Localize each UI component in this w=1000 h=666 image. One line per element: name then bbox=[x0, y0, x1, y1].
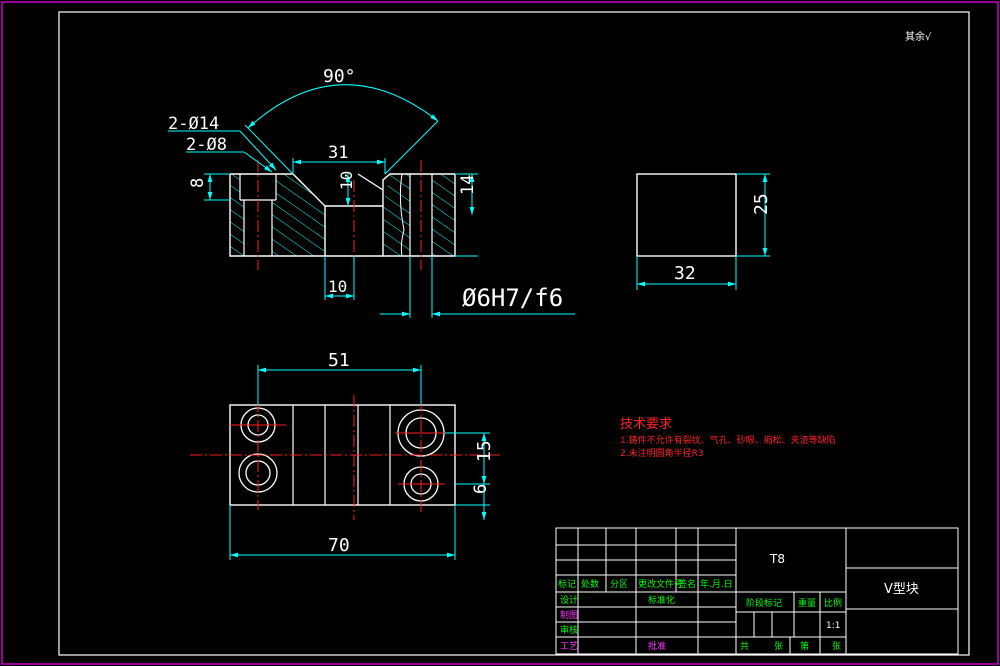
tb-standardize: 标准化 bbox=[648, 594, 675, 606]
dim-length: 70 bbox=[328, 535, 350, 556]
inner-frame bbox=[58, 11, 970, 656]
tb-drafter: 制图 bbox=[560, 609, 578, 621]
dim-slot-width: 10 bbox=[328, 277, 347, 296]
top-view: 51 70 15 6 bbox=[190, 350, 500, 560]
tb-header-1: 处数 bbox=[581, 578, 599, 590]
front-view: 90° 2-Ø14 2-Ø8 31 8 10 14 10 bbox=[168, 66, 575, 318]
notes-line-2: 2.未注明圆角半径R3 bbox=[620, 447, 704, 459]
dim-side-height: 25 bbox=[751, 193, 772, 215]
tb-approve: 批准 bbox=[648, 640, 666, 652]
dim-fit: Ø6H7/f6 bbox=[462, 284, 563, 312]
tb-header-3: 更改文件号 bbox=[638, 578, 683, 590]
roughness-mark: 其余√ bbox=[905, 30, 932, 43]
tb-process: 工艺 bbox=[560, 641, 578, 652]
dim-v-top-width: 31 bbox=[328, 143, 348, 163]
title-block-text: T8 V型块 标记 处数 分区 更改文件号 签名 年.月.日 设计 标准化 制图… bbox=[558, 552, 919, 652]
dim-spacing-15: 15 bbox=[474, 440, 495, 462]
dim-pitch: 51 bbox=[328, 350, 350, 371]
tb-material: T8 bbox=[769, 552, 785, 566]
tb-header-4: 签名 bbox=[678, 578, 696, 590]
tb-designer: 设计 bbox=[560, 594, 578, 606]
title-block bbox=[555, 527, 959, 655]
dim-angle: 90° bbox=[323, 66, 356, 87]
dim-hole-small: 2-Ø8 bbox=[186, 135, 227, 155]
dim-hole-large: 2-Ø14 bbox=[168, 114, 219, 134]
front-outline bbox=[229, 173, 326, 257]
dim-height-right: 14 bbox=[458, 175, 478, 195]
dim-v-depth: 10 bbox=[337, 171, 356, 190]
notes-title: 技术要求 bbox=[620, 417, 672, 432]
dim-height-left: 8 bbox=[188, 178, 208, 188]
technical-notes: 技术要求 1.铸件不允许有裂纹、气孔、砂眼、缩松、夹渣等缺陷 2.未注明圆角半径… bbox=[620, 417, 836, 459]
dim-spacing-6: 6 bbox=[471, 484, 491, 494]
dim-side-width: 32 bbox=[674, 263, 696, 284]
tb-stage-mark: 阶段标记 bbox=[746, 597, 782, 609]
notes-line-1: 1.铸件不允许有裂纹、气孔、砂眼、缩松、夹渣等缺陷 bbox=[620, 434, 836, 446]
tb-sheet-unit: 张 bbox=[774, 641, 783, 652]
tb-part-name: V型块 bbox=[884, 582, 919, 597]
tb-header-2: 分区 bbox=[610, 579, 628, 590]
side-view: 25 32 bbox=[636, 173, 772, 290]
tb-scale-value: 1:1 bbox=[826, 621, 840, 631]
tb-total: 共 bbox=[740, 641, 749, 652]
tb-weight: 重量 bbox=[798, 597, 816, 609]
tb-sheet-unit-2: 张 bbox=[832, 641, 841, 652]
tb-scale-label: 比例 bbox=[824, 597, 842, 609]
tb-header-5: 年.月.日 bbox=[700, 578, 733, 590]
tb-reviewer: 审核 bbox=[560, 624, 578, 636]
tb-header-0: 标记 bbox=[558, 578, 576, 590]
tb-sheet: 第 bbox=[800, 640, 809, 652]
